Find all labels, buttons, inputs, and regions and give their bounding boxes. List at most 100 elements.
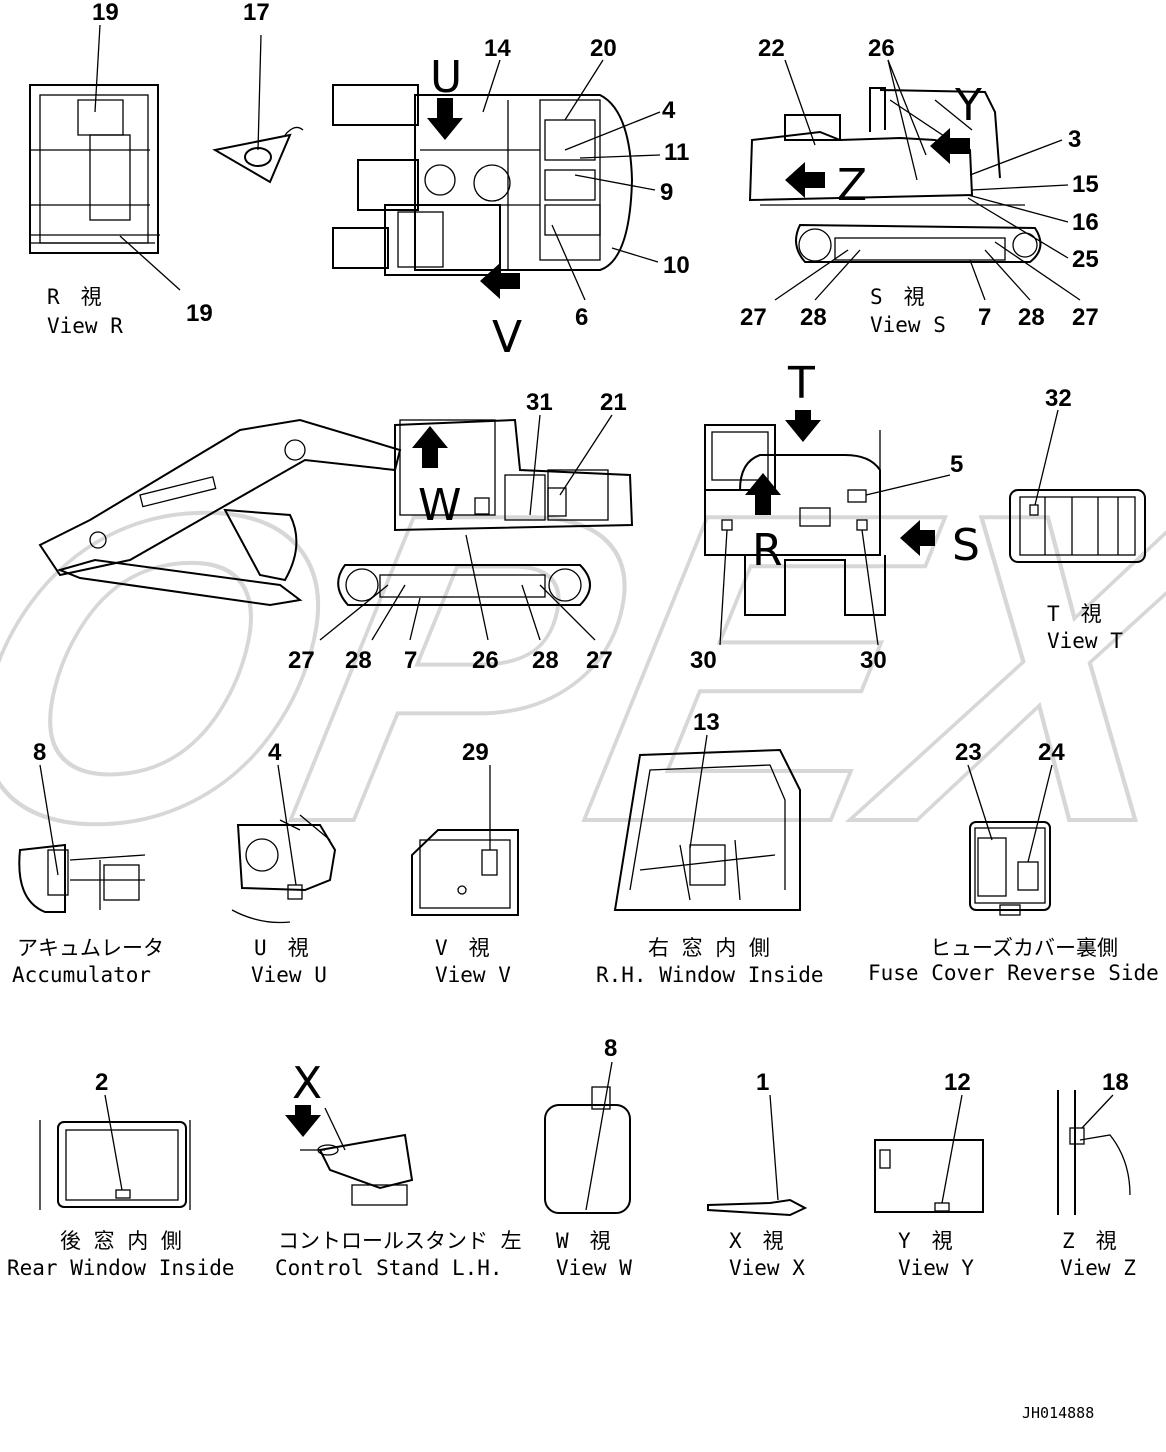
callout: 32 (1045, 385, 1072, 412)
callout: 14 (484, 35, 511, 62)
view-caption-en: R.H. Window Inside (596, 963, 824, 987)
accumulator-view: 8 アキュムレータ Accumulator (12, 739, 164, 987)
view-caption-jp: R 視 (47, 285, 102, 309)
view-r: 19 19 R 視 View R (29, 0, 213, 338)
view-caption-en: Rear Window Inside (7, 1256, 235, 1280)
view-w: 8 W 視 View W (544, 1035, 632, 1280)
callout: 8 (33, 739, 46, 766)
callout: 27 (586, 647, 613, 674)
view-caption-jp: V 視 (435, 936, 490, 960)
arrow-t-icon (785, 410, 821, 442)
machine-side-view: W 31 21 27 28 7 26 28 27 (38, 389, 634, 674)
callout: 15 (1072, 171, 1099, 198)
callout: 7 (978, 304, 991, 331)
arrow-r-icon (745, 473, 781, 515)
view-caption-en: Fuse Cover Reverse Side (868, 961, 1159, 985)
callout: 29 (462, 739, 489, 766)
rear-window-view: 2 後 窓 内 側 Rear Window Inside (7, 1069, 235, 1280)
callout: 27 (288, 647, 315, 674)
arrow-x-icon (285, 1105, 321, 1137)
view-arrow-label: U (430, 52, 462, 103)
callout: 21 (600, 389, 627, 416)
view-arrow-label: V (492, 312, 522, 363)
callout: 11 (664, 139, 689, 166)
machine-rear-view: T R S 5 30 30 (690, 358, 980, 674)
callout: 16 (1072, 209, 1099, 236)
view-caption-jp: Y 視 (898, 1229, 953, 1253)
callout: 28 (800, 304, 827, 331)
arrow-s-icon (900, 520, 935, 556)
view-arrow-label: S (952, 520, 980, 571)
callout: 23 (955, 739, 982, 766)
view-caption-en: View T (1047, 629, 1123, 653)
view-caption-jp: アキュムレータ (17, 936, 164, 960)
callout: 19 (186, 300, 213, 327)
callout: 25 (1072, 246, 1099, 273)
view-t: 32 T 視 View T (1009, 385, 1146, 653)
arrow-y-icon (930, 128, 970, 164)
callout: 28 (345, 647, 372, 674)
view-caption-en: View Z (1060, 1256, 1136, 1280)
callout: 13 (693, 709, 720, 736)
view-caption-jp: U 視 (254, 936, 309, 960)
callout: 6 (575, 304, 588, 331)
letter-z: Z (837, 160, 867, 211)
view-v: 29 V 視 View V (411, 739, 519, 987)
callout: 26 (868, 35, 895, 62)
callout: 19 (92, 0, 119, 26)
callout: 3 (1068, 126, 1081, 153)
callout: 30 (690, 647, 717, 674)
view-z: 18 Z 視 View Z (1057, 1069, 1136, 1280)
callout: 4 (662, 97, 676, 124)
view-u: 4 U 視 View U (231, 739, 337, 987)
letter-r: R (752, 525, 783, 576)
view-caption-jp: コントロールスタンド 左 (278, 1229, 522, 1253)
view-caption-en: View W (556, 1256, 632, 1280)
callout: 10 (663, 252, 690, 279)
view-caption-jp: 後 窓 内 側 (60, 1229, 182, 1253)
control-stand-view: X コントロールスタンド 左 Control Stand L.H. (275, 1058, 522, 1280)
callout: 18 (1102, 1069, 1129, 1096)
fuse-cover-view: 23 24 ヒューズカバー裏側 Fuse Cover Reverse Side (868, 739, 1159, 985)
view-caption-en: View X (729, 1256, 805, 1280)
arrow-w-icon (412, 426, 448, 468)
callout: 12 (944, 1069, 971, 1096)
callout: 24 (1038, 739, 1065, 766)
rh-window-view: 13 右 窓 内 側 R.H. Window Inside (596, 709, 824, 987)
callout: 2 (95, 1069, 108, 1096)
view-caption-jp: W 視 (556, 1229, 611, 1253)
callout: 20 (590, 35, 617, 62)
callout: 28 (532, 647, 559, 674)
arrow-v-icon (480, 263, 520, 299)
view-caption-jp: ヒューズカバー裏側 (930, 936, 1118, 960)
arrow-u-icon (427, 98, 463, 140)
view-x: 1 X 視 View X (707, 1069, 808, 1280)
view-caption-en: View U (251, 963, 327, 987)
callout: 9 (660, 179, 673, 206)
callout: 26 (472, 647, 499, 674)
callout: 8 (604, 1035, 617, 1062)
letter-w: W (418, 480, 462, 531)
callout: 30 (860, 647, 887, 674)
view-arrow-label: X (292, 1058, 322, 1109)
callout: 7 (404, 647, 417, 674)
view-caption-en: View V (435, 963, 511, 987)
view-caption-en: View R (47, 314, 123, 338)
view-caption-jp: Z 視 (1062, 1229, 1117, 1253)
callout: 28 (1018, 304, 1045, 331)
view-caption-jp: 右 窓 内 側 (648, 936, 770, 960)
view-caption-jp: T 視 (1047, 602, 1102, 626)
callout: 1 (756, 1069, 769, 1096)
callout: 27 (1072, 304, 1099, 331)
view-y: 12 Y 視 View Y (874, 1069, 984, 1280)
watermark: OPEX (0, 422, 1166, 913)
view-arrow-label: T (787, 358, 815, 409)
drawing-code: JH014888 (1022, 1404, 1094, 1422)
view-caption-jp: X 視 (729, 1229, 784, 1253)
callout: 22 (758, 35, 785, 62)
callout: 31 (526, 389, 553, 416)
view-caption-en: View S (870, 313, 946, 337)
view-arrow-label: Y (954, 80, 982, 131)
view-caption-en: View Y (898, 1256, 974, 1280)
